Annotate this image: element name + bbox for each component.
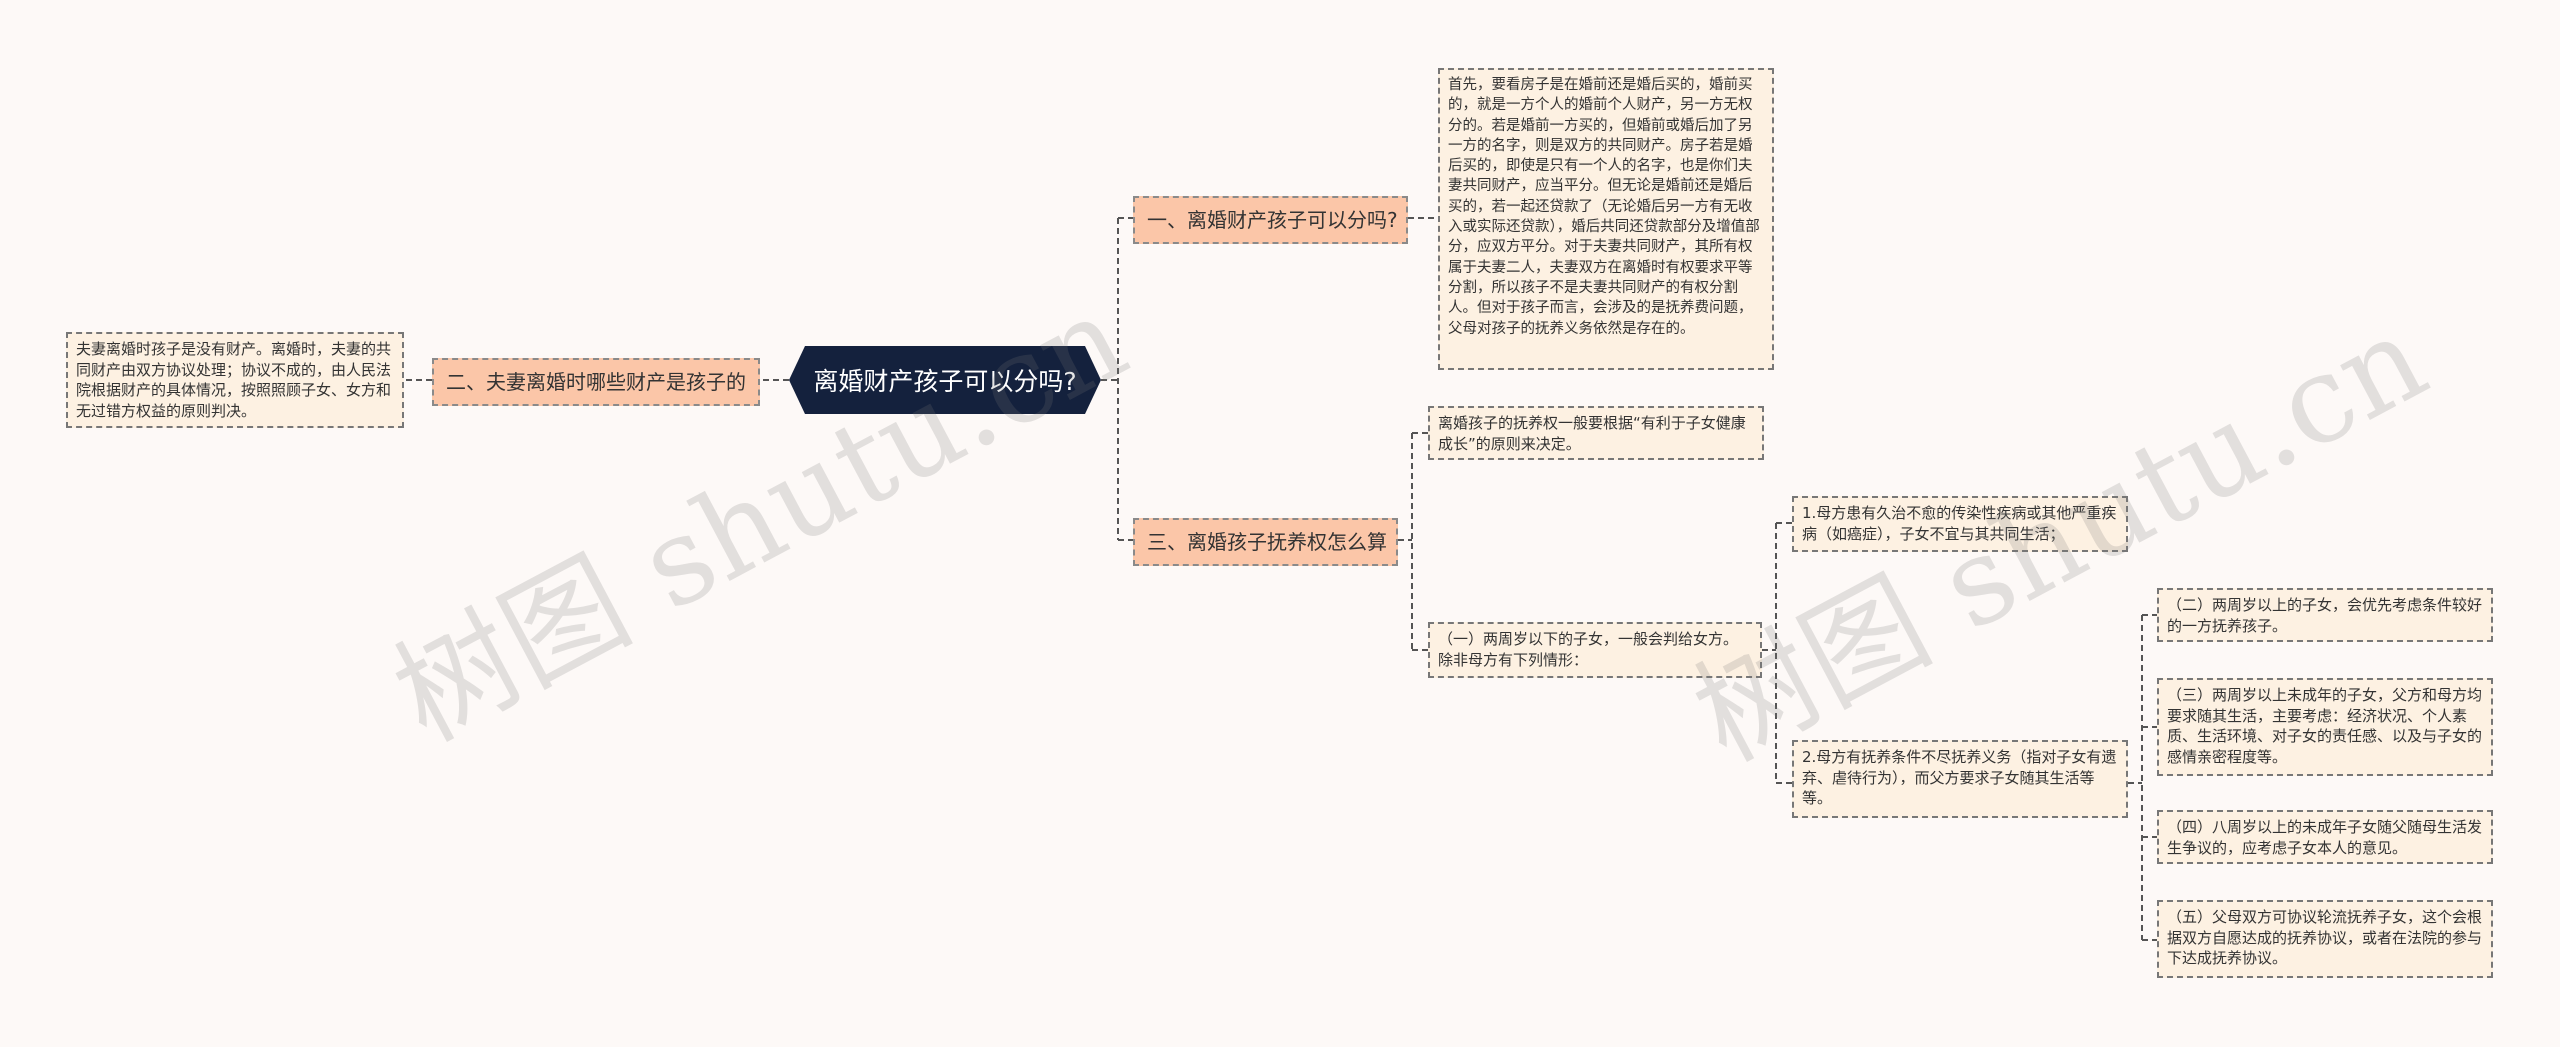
detail-text: 首先，要看房子是在婚前还是婚后买的，婚前买的，就是一方个人的婚前个人财产，另一方… <box>1448 77 1760 337</box>
root-title: 离婚财产孩子可以分吗? <box>813 367 1077 396</box>
detail-text: 2.母方有抚养条件不尽抚养义务（指对子女有遗弃、虐待行为），而父方要求子女随其生… <box>1802 748 2117 807</box>
branch-label-3: 三、离婚孩子抚养权怎么算 <box>1147 530 1387 554</box>
detail-text: （二）两周岁以上的子女，会优先考虑条件较好的一方抚养孩子。 <box>2167 596 2483 635</box>
branch-node-3[interactable]: 三、离婚孩子抚养权怎么算 <box>1133 518 1398 566</box>
detail-text: 1.母方患有久治不愈的传染性疾病或其他严重疾病（如癌症），子女不宜与其共同生活； <box>1802 504 2117 543</box>
connector-root-branches-right <box>1101 217 1133 541</box>
branch-label-1: 一、离婚财产孩子可以分吗? <box>1147 208 1398 232</box>
detail-node-mother-illness[interactable]: 1.母方患有久治不愈的传染性疾病或其他严重疾病（如癌症），子女不宜与其共同生活； <box>1792 496 2128 552</box>
branch-label-2: 二、夫妻离婚时哪些财产是孩子的 <box>446 370 746 394</box>
detail-node-custody-principle[interactable]: 离婚孩子的抚养权一般要根据“有利于子女健康成长”的原则来决定。 <box>1428 406 1764 460</box>
detail-node-child-property[interactable]: 夫妻离婚时孩子是没有财产。离婚时，夫妻的共同财产由双方协议处理；协议不成的，由人… <box>66 332 404 428</box>
branch-node-2[interactable]: 二、夫妻离婚时哪些财产是孩子的 <box>432 358 760 406</box>
detail-text: （五）父母双方可协议轮流抚养子女，这个会根据双方自愿达成的抚养协议，或者在法院的… <box>2167 908 2483 967</box>
detail-node-over-two[interactable]: （二）两周岁以上的子女，会优先考虑条件较好的一方抚养孩子。 <box>2157 588 2493 642</box>
detail-text: （四）八周岁以上的未成年子女随父随母生活发生争议的，应考虑子女本人的意见。 <box>2167 818 2483 857</box>
connector-branch3-children <box>1398 432 1428 651</box>
detail-node-under-two[interactable]: （一）两周岁以下的子女，一般会判给女方。除非母方有下列情形： <box>1428 622 1762 678</box>
detail-node-mother-neglect[interactable]: 2.母方有抚养条件不尽抚养义务（指对子女有遗弃、虐待行为），而父方要求子女随其生… <box>1792 740 2128 818</box>
connector-d3b-children <box>1762 522 1792 784</box>
detail-text: （一）两周岁以下的子女，一般会判给女方。除非母方有下列情形： <box>1438 630 1739 669</box>
detail-node-house-property[interactable]: 首先，要看房子是在婚前还是婚后买的，婚前买的，就是一方个人的婚前个人财产，另一方… <box>1438 68 1774 370</box>
detail-node-rotating-custody[interactable]: （五）父母双方可协议轮流抚养子女，这个会根据双方自愿达成的抚养协议，或者在法院的… <box>2157 900 2493 978</box>
detail-node-both-parents-request[interactable]: （三）两周岁以上未成年的子女，父方和母方均要求随其生活，主要考虑：经济状况、个人… <box>2157 678 2493 776</box>
detail-node-over-eight[interactable]: （四）八周岁以上的未成年子女随父随母生活发生争议的，应考虑子女本人的意见。 <box>2157 810 2493 864</box>
connector-d3b2-children <box>2128 614 2157 941</box>
root-node[interactable]: 离婚财产孩子可以分吗? <box>789 346 1101 414</box>
branch-node-1[interactable]: 一、离婚财产孩子可以分吗? <box>1133 196 1408 244</box>
detail-text: 夫妻离婚时孩子是没有财产。离婚时，夫妻的共同财产由双方协议处理；协议不成的，由人… <box>76 340 392 420</box>
detail-text: （三）两周岁以上未成年的子女，父方和母方均要求随其生活，主要考虑：经济状况、个人… <box>2167 686 2483 766</box>
detail-text: 离婚孩子的抚养权一般要根据“有利于子女健康成长”的原则来决定。 <box>1438 414 1746 453</box>
